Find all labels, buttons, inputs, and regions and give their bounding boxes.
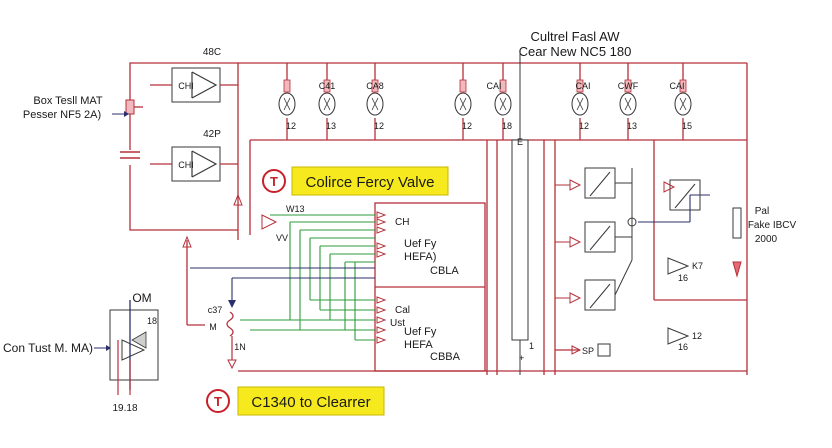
valve-icon (366, 79, 384, 116)
hefa-label-1: HEFA) (404, 251, 436, 263)
sp-label: SP (582, 346, 594, 356)
ust-label: Ust (390, 318, 405, 329)
opamp-top-ref: 48C (203, 47, 221, 58)
c37-label: c37 (208, 305, 223, 315)
r12-label: 12 (692, 331, 702, 341)
input-arrows (376, 211, 387, 344)
hefa-label-2: HEFA (404, 339, 433, 351)
cbba-label: CBBA (430, 351, 461, 363)
valve-7-top: CWF (618, 81, 639, 91)
val-1918-label: 19.18 (112, 403, 137, 414)
valve-5-top: CAI (486, 81, 501, 91)
valve-callout (262, 166, 449, 196)
up-arrow-icon (233, 193, 243, 206)
valve-3-bottom: 12 (374, 121, 384, 131)
valve-group-mid (454, 79, 512, 116)
transistor-inputs (555, 179, 582, 304)
valve-icon (278, 79, 296, 116)
valve-group-left (278, 79, 384, 116)
valve-2-bottom: 13 (326, 121, 336, 131)
valve-group-right (571, 79, 692, 116)
con-test-label: Con Tust M. MA) (3, 341, 93, 355)
bus-e-label: E (517, 137, 523, 147)
opamp-small-icon (667, 327, 690, 345)
valve-4-bottom: 12 (462, 121, 472, 131)
arrow-down-icon (732, 261, 742, 278)
transistor-cluster (584, 167, 637, 311)
valve-badge-icon: T (270, 174, 278, 189)
m-label: M (209, 322, 217, 332)
u-label: 1N (234, 342, 246, 352)
opamp-mid (150, 146, 238, 182)
left-resistor (125, 99, 135, 115)
om-label: OM (132, 291, 151, 305)
triangle-icon (571, 345, 582, 355)
box-test-line-2: Pesser NF5 2A) (23, 109, 101, 121)
pal-label: Pal (755, 206, 769, 217)
opamp-small-icon (667, 257, 690, 275)
arrow-down-icon (227, 359, 237, 370)
transistor-cluster-right (669, 179, 701, 211)
opamp-top-chi: CHI (178, 81, 194, 91)
arrow-down-icon (228, 300, 236, 308)
valve-icon (619, 79, 637, 116)
valve-icon (494, 79, 512, 116)
lower-left-component (109, 300, 159, 395)
bus-plus-label: + (519, 353, 524, 363)
inductor-icon (226, 311, 234, 337)
triangle-icon (663, 181, 676, 193)
valve-8-bottom: 15 (682, 121, 692, 131)
right-resistor (732, 207, 742, 239)
title-line-1: Cultrel Fasl AW (530, 29, 620, 44)
left-capacitor (120, 151, 140, 159)
r16-label: 16 (678, 273, 688, 283)
opamp-mid-chi: CHI (178, 160, 194, 170)
valve-5-bottom: 18 (502, 121, 512, 131)
valve-2-top: C41 (319, 81, 336, 91)
title-line-2: Cear New NC5 180 (519, 44, 632, 59)
ch-label: CH (395, 217, 409, 228)
val-18-label: 18 (147, 316, 157, 326)
up-arrow-icon (182, 235, 192, 248)
num-label: 2000 (755, 234, 778, 245)
valve-3-top: CA8 (366, 81, 384, 91)
triangle-icon (261, 214, 278, 230)
clear-badge-icon: T (214, 394, 222, 409)
valve-6-bottom: 12 (579, 121, 589, 131)
valve-icon (571, 79, 589, 116)
red-wiring (129, 62, 748, 375)
w13-label: W13 (286, 204, 305, 214)
cbla-label: CBLA (430, 265, 459, 277)
arrow-right-icon (124, 111, 129, 117)
opamp-mid-ref: 42P (203, 129, 221, 140)
k7-label: K7 (692, 261, 703, 271)
r16b-label: 16 (678, 342, 688, 352)
valve-callout-text: Colirce Fercy Valve (306, 174, 435, 191)
sp-box (597, 343, 611, 357)
valve-8-top: CAI (669, 81, 684, 91)
opamp-top (150, 67, 238, 103)
valve-6-top: CAI (575, 81, 590, 91)
uef-label-1: Uef Fy (404, 238, 437, 250)
bus-bar (511, 52, 529, 375)
arrow-right-icon (106, 345, 111, 351)
fake-label: Fake IBCV (748, 220, 797, 231)
valve-icon (318, 79, 336, 116)
valve-7-bottom: 13 (627, 121, 637, 131)
valve-1-bottom: 12 (286, 121, 296, 131)
bus-1-label: 1 (529, 341, 534, 351)
clear-callout (206, 386, 385, 416)
vv-label: VV (276, 233, 288, 243)
box-test-line-1: Box Tesll MAT (33, 95, 103, 107)
clear-callout-text: C1340 to Clearrer (251, 394, 370, 411)
valve-icon (674, 79, 692, 116)
cal-label: Cal (395, 305, 410, 316)
uef-label-2: Uef Fy (404, 326, 437, 338)
valve-icon (454, 79, 472, 116)
